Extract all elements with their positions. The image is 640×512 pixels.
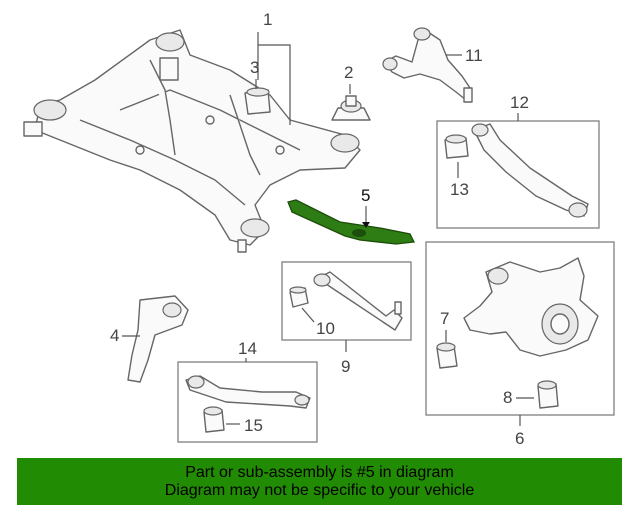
callout-3: 3 [250,58,259,89]
svg-text:3: 3 [250,58,259,77]
svg-text:13: 13 [450,180,469,199]
mount-bushing-part[interactable] [331,95,371,121]
callout-2: 2 [344,63,353,94]
svg-text:7: 7 [440,309,449,328]
callout-8: 8 [503,388,534,407]
svg-text:5: 5 [361,186,370,205]
notice-line-1: Part or sub-assembly is #5 in diagram [185,463,454,481]
subframe-part[interactable] [23,29,361,253]
callout-6: 6 [515,415,524,448]
svg-text:11: 11 [465,46,483,65]
part-group-9[interactable] [281,261,412,341]
svg-text:15: 15 [244,416,263,435]
callout-14: 14 [238,339,257,362]
svg-text:9: 9 [341,357,350,376]
svg-text:8: 8 [503,388,512,407]
bracket-part[interactable] [127,295,189,383]
callout-13: 13 [450,162,469,199]
svg-text:6: 6 [515,429,524,448]
svg-text:2: 2 [344,63,353,82]
bushing-part[interactable] [244,87,271,115]
callout-11: 11 [446,46,483,65]
callout-7: 7 [440,309,449,342]
parts-diagram: 1 2 3 4 5 [23,10,615,448]
part-group-12[interactable] [436,120,600,229]
callout-15: 15 [226,416,263,435]
upper-arm-part[interactable] [382,27,473,103]
part-group-6[interactable] [425,241,615,416]
callout-12: 12 [510,93,529,121]
part-group-14[interactable] [177,361,318,443]
lateral-link-part-highlighted[interactable] [287,199,415,245]
callout-10: 10 [301,307,335,338]
callout-5: 5 [361,186,370,228]
svg-text:14: 14 [238,339,257,358]
callout-4: 4 [110,326,140,345]
svg-text:4: 4 [110,326,119,345]
diagram-notice-banner: Part or sub-assembly is #5 in diagram Di… [17,458,622,505]
notice-line-2: Diagram may not be specific to your vehi… [164,481,475,499]
callout-9: 9 [341,340,350,376]
svg-text:10: 10 [316,319,335,338]
callout-1: 1 [257,10,291,125]
svg-text:1: 1 [263,10,272,29]
svg-text:12: 12 [510,93,529,112]
